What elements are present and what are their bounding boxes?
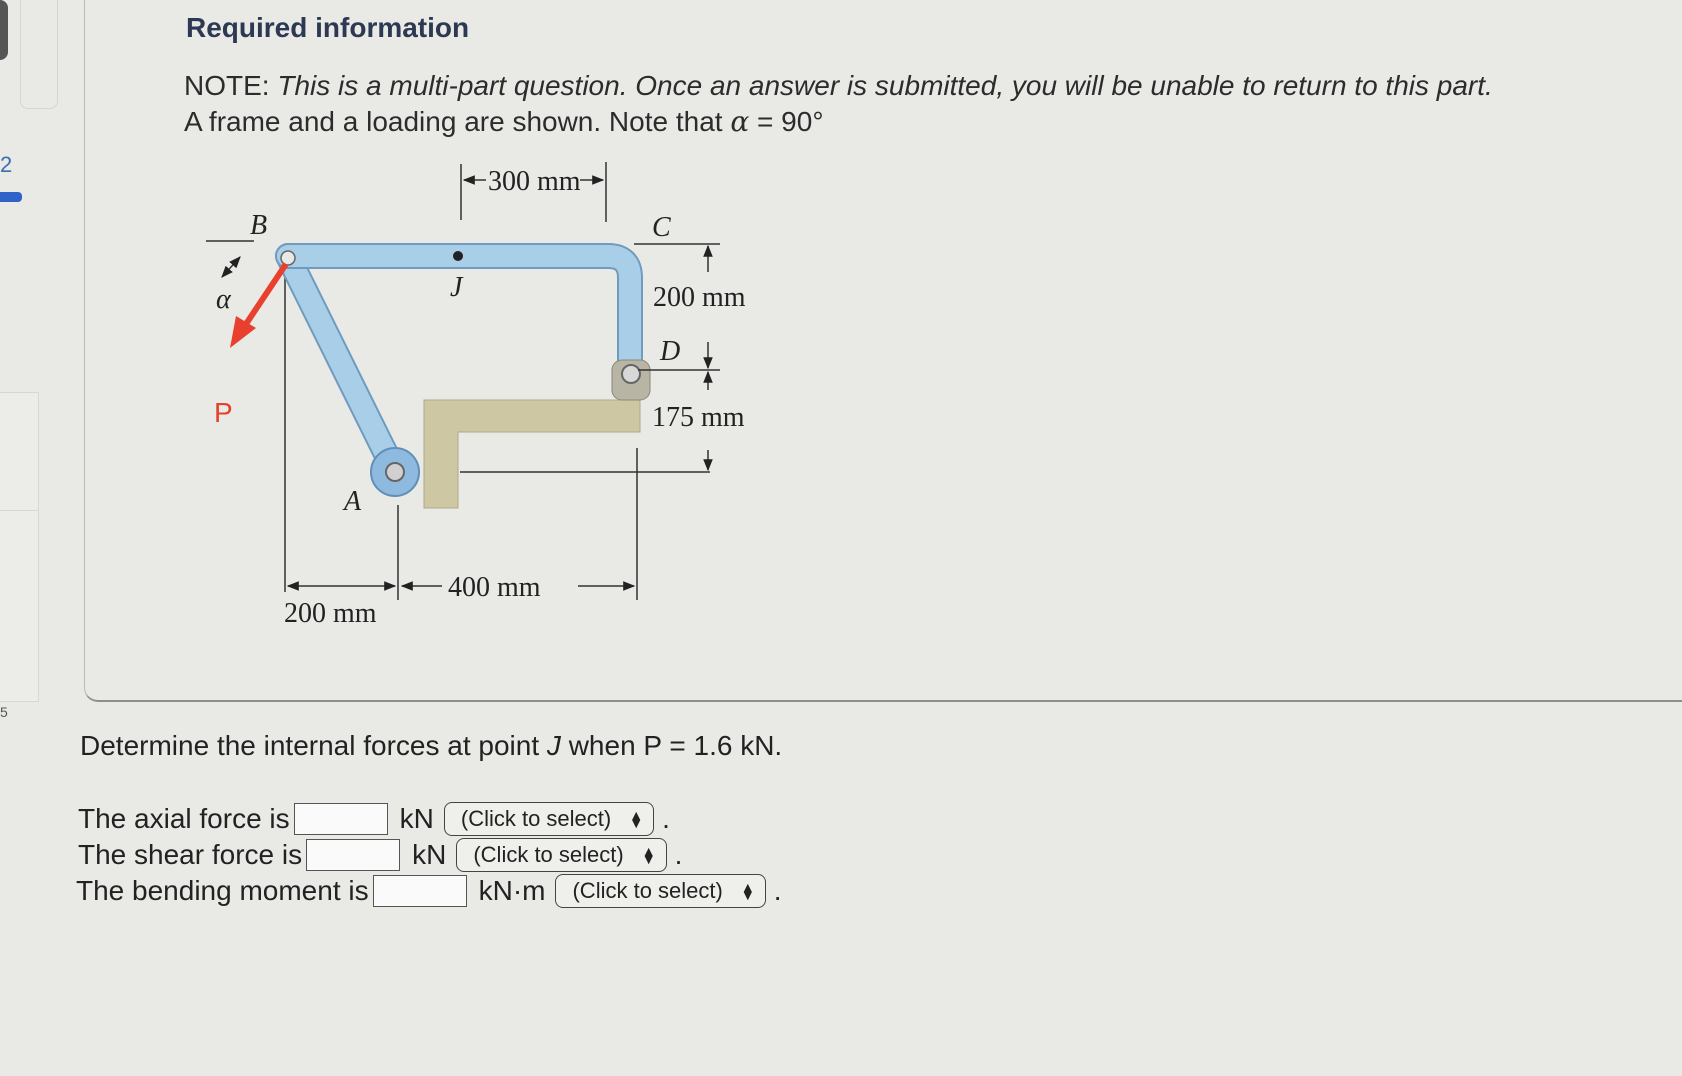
bending-moment-input[interactable] [372, 875, 467, 907]
note-line2: A frame and a loading are shown. Note th… [184, 106, 731, 137]
row-end: . [662, 803, 670, 834]
bending-moment-direction-select[interactable]: (Click to select) ▲▼ [555, 874, 766, 908]
note-text: NOTE: This is a multi-part question. Onc… [184, 68, 1493, 140]
question-prefix: Determine the internal forces at point [80, 730, 547, 761]
member-ab [275, 243, 408, 485]
alpha-arc [221, 256, 241, 278]
label-p: P [214, 397, 233, 428]
sidebar-edge [0, 0, 8, 60]
question-number[interactable]: 2 [0, 152, 13, 177]
bending-moment-unit: kN·m [478, 875, 546, 906]
shear-force-input[interactable] [306, 839, 401, 871]
select-arrows-icon: ▲▼ [629, 807, 644, 831]
shear-force-unit: kN [412, 839, 447, 870]
frame-diagram: 300 mm 200 mm 175 mm 400 mm 200 mm B J C… [206, 162, 746, 629]
alpha-value: = 90° [749, 106, 824, 137]
pin-b [280, 250, 296, 266]
point-j-marker [453, 251, 463, 261]
sidebar-card[interactable] [0, 392, 39, 512]
question-text: Determine the internal forces at point J… [80, 730, 782, 762]
axial-force-input[interactable] [293, 803, 388, 835]
row-end: . [674, 839, 683, 870]
sidebar-card[interactable] [0, 510, 39, 702]
dim-175-label: 175 mm [652, 402, 745, 433]
current-question-indicator [0, 192, 22, 202]
frame-figure: 300 mm 200 mm 175 mm 400 mm 200 mm B J C… [190, 160, 830, 645]
label-a: A [342, 486, 362, 517]
bending-moment-label: The bending moment is [76, 875, 369, 906]
select-arrows-icon: ▲▼ [641, 843, 656, 867]
axial-force-unit: kN [399, 803, 434, 834]
row-end: . [773, 875, 782, 906]
shear-force-direction-select[interactable]: (Click to select) ▲▼ [456, 838, 667, 872]
select-arrows-icon: ▲▼ [740, 879, 755, 903]
page-title: Required information [186, 12, 470, 43]
label-j: J [450, 272, 464, 303]
sidebar-tab [20, 0, 58, 109]
axial-force-row: The axial force is kN (Click to select) ▲… [78, 802, 670, 836]
shear-force-row: The shear force is kN (Click to select) ▲… [78, 838, 682, 872]
pin-d [611, 359, 651, 401]
alpha-symbol: α [730, 105, 750, 138]
force-p-arrow [230, 262, 289, 348]
dim-200-bottom-label: 200 mm [284, 598, 377, 629]
note-italic: This is a multi-part question. Once an a… [277, 70, 1493, 101]
shear-force-label: The shear force is [78, 839, 303, 870]
support-block [423, 399, 641, 509]
dim-200-right-label: 200 mm [653, 282, 746, 313]
select-label: (Click to select) [460, 806, 612, 831]
question-point: J [546, 730, 561, 761]
axial-force-label: The axial force is [78, 803, 290, 834]
pin-a [370, 447, 420, 497]
required-info-panel [84, 0, 1682, 702]
question-suffix: when P = 1.6 kN. [560, 730, 783, 761]
note-prefix: NOTE: [184, 70, 278, 101]
label-c: C [652, 212, 671, 243]
select-label: (Click to select) [572, 878, 723, 903]
member-bcd [275, 243, 643, 391]
sidebar-mark: 5 [0, 704, 8, 720]
bending-moment-row: The bending moment is kN·m (Click to sel… [76, 874, 781, 908]
label-b: B [250, 210, 267, 241]
axial-force-direction-select[interactable]: (Click to select) ▲▼ [443, 802, 655, 836]
dim-300-label: 300 mm [488, 166, 581, 197]
dim-400-label: 400 mm [448, 572, 541, 603]
select-label: (Click to select) [473, 842, 624, 867]
label-d: D [659, 336, 680, 367]
label-alpha: α [216, 284, 232, 315]
